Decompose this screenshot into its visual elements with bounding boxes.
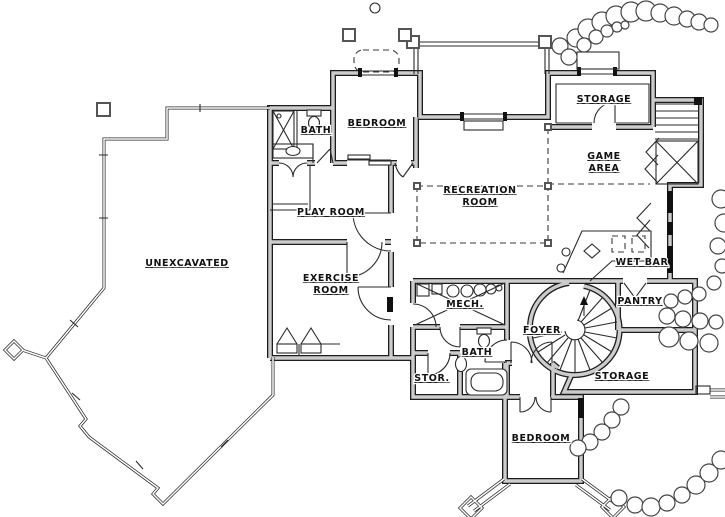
storage-upper-interior [555, 83, 650, 124]
bifold-closet-doors [276, 326, 340, 356]
mech-cross-brace [414, 282, 506, 326]
bathtub [465, 368, 508, 396]
window-well-dashed [353, 49, 400, 73]
doors [278, 101, 647, 413]
walls-foundation [2, 104, 725, 517]
plumbing-fixtures [272, 109, 508, 396]
room-label-play-room: PLAY ROOM [297, 207, 365, 218]
areaway-outline [413, 41, 550, 74]
shrubs-top-right [551, 0, 719, 66]
room-label-stor: STOR. [414, 373, 450, 384]
shrubs-bottom-right [569, 398, 725, 517]
walls-thick [267, 70, 704, 484]
toilet-lower [477, 333, 491, 349]
room-label-wet-bar: WET BAR [616, 257, 669, 268]
room-label-bedroom-upper: BEDROOM [348, 118, 407, 129]
room-label-exercise-1: EXERCISE [303, 273, 359, 284]
wet-bar-counter [556, 230, 652, 282]
room-label-mech: MECH. [446, 299, 483, 310]
room-label-exercise-2: ROOM [313, 285, 348, 296]
room-label-pantry: PANTRY [617, 296, 662, 307]
shrubs-right-side [658, 189, 725, 353]
room-label-bath-upper: BATH [301, 125, 332, 136]
room-labels: UNEXCAVATED BATH BEDROOM PLAY ROOM EXERC… [144, 93, 669, 446]
wall-break-symbol-2 [636, 202, 652, 249]
soffit-dashed-lines [413, 123, 650, 247]
toilet-bowl [307, 115, 321, 131]
shower [272, 110, 295, 150]
window-well [576, 51, 620, 70]
window-sill [463, 120, 504, 131]
room-label-game-2: AREA [589, 163, 620, 174]
room-label-game-1: GAME [587, 151, 621, 162]
room-label-storage-lower: STORAGE [595, 371, 650, 382]
room-label-recreation-2: ROOM [462, 197, 497, 208]
toilet-tank [306, 109, 322, 117]
windows-and-wells [353, 35, 673, 418]
room-label-unexcavated: UNEXCAVATED [145, 258, 229, 269]
room-label-foyer: FOYER [523, 325, 561, 336]
straight-staircase [636, 97, 702, 249]
site-posts [96, 2, 412, 117]
wall-break-symbol [644, 137, 660, 183]
closets [270, 154, 392, 356]
room-label-bath-lower: BATH [462, 347, 493, 358]
room-label-bedroom-lower: BEDROOM [512, 433, 571, 444]
stair-direction-arrow [580, 296, 588, 305]
pedestal-sink [454, 355, 468, 373]
room-label-recreation-1: RECREATION [443, 185, 516, 196]
pantry-bifold-door [623, 282, 647, 299]
room-label-storage-upper: STORAGE [577, 94, 632, 105]
